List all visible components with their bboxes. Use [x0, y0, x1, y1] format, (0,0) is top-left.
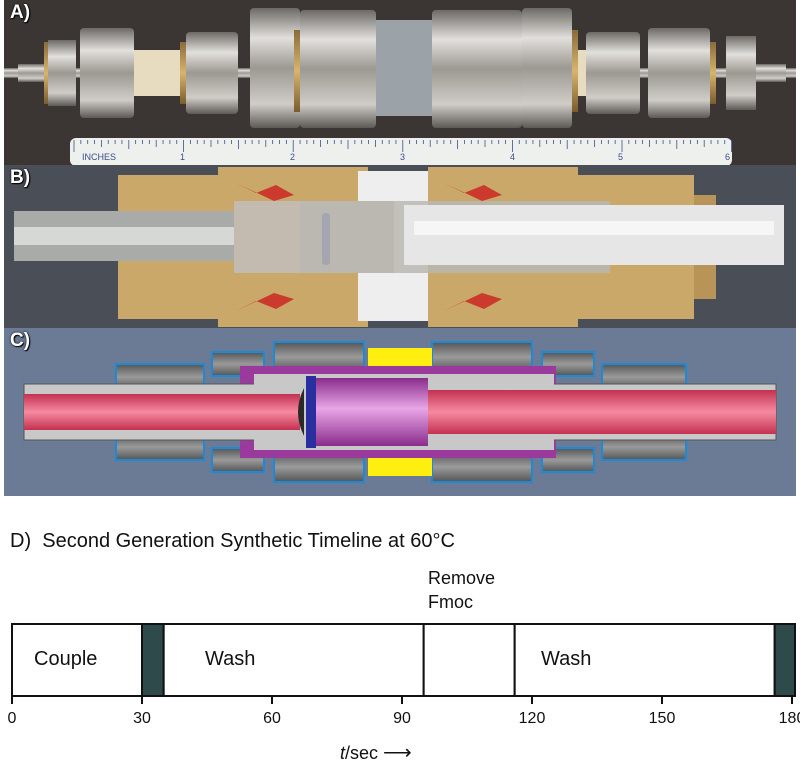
panel-c-schematic: C) [4, 328, 796, 496]
tick-label-0: 0 [7, 710, 17, 727]
cross-section-photo-illustration [14, 167, 784, 327]
timeline-segment [513, 623, 776, 697]
tick-label-60: 60 [263, 710, 281, 727]
segment-label-wash-2: Wash [541, 648, 592, 670]
timeline-title-text: Second Generation Synthetic Timeline at … [42, 530, 455, 552]
timeline-title: D) Second Generation Synthetic Timeline … [10, 530, 455, 553]
timeline-segment [11, 623, 143, 697]
tick-label-120: 120 [518, 710, 546, 727]
tick-label-180: 180 [778, 710, 800, 727]
timeline-filled-segment [773, 623, 797, 697]
timeline-filled-segment [141, 623, 165, 697]
ruler-mark-5: 5 [618, 152, 623, 162]
panel-a-label: A) [10, 2, 31, 23]
annotation-remove: Remove [428, 568, 496, 588]
panel-c-label: C) [10, 330, 31, 351]
ruler-mark-2: 2 [290, 152, 295, 162]
column-schematic-diagram [23, 341, 777, 483]
ruler-mark-3: 3 [400, 152, 405, 162]
ruler-mark-6: 6 [725, 152, 730, 162]
ruler-unit-label: INCHES [82, 152, 116, 162]
timeline-segment [162, 623, 425, 697]
annotation-fmoc: Fmoc [428, 592, 473, 612]
tick-label-150: 150 [648, 710, 676, 727]
segment-label-couple: Couple [34, 648, 98, 670]
fittings-photo-illustration: INCHES 1 2 3 4 5 6 [4, 8, 796, 165]
timeline-segment [422, 623, 516, 697]
panel-b-photo: B) [4, 165, 796, 328]
timeline-bar [11, 623, 797, 704]
x-axis-arrow-icon: ⟶ [383, 742, 412, 764]
x-axis-symbol: t [340, 743, 346, 763]
panel-d-label: D) [10, 530, 32, 552]
segment-label-wash-1: Wash [205, 648, 256, 670]
ruler-mark-4: 4 [510, 152, 515, 162]
x-axis-unit: /sec [345, 743, 379, 763]
tick-label-90: 90 [393, 710, 411, 727]
ruler-mark-1: 1 [180, 152, 185, 162]
panel-b-label: B) [10, 167, 31, 188]
tick-label-30: 30 [133, 710, 151, 727]
panel-a-photo: INCHES 1 2 3 4 5 6 A) [4, 0, 796, 165]
x-axis-label: t/sec ⟶ [340, 740, 412, 765]
panel-d-timeline: D) Second Generation Synthetic Timeline … [0, 500, 800, 766]
